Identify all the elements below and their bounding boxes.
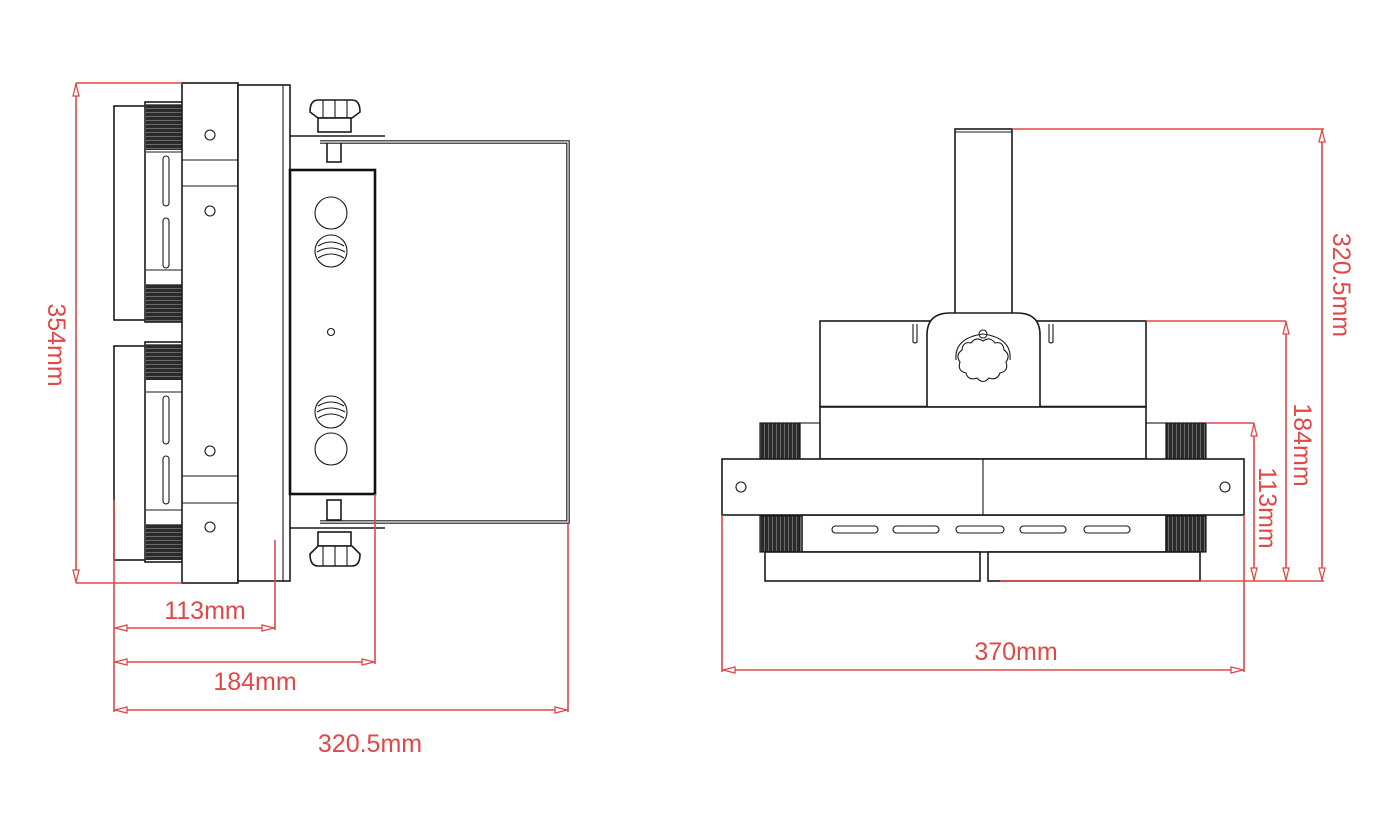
side-view-dimensions: 354mm 113mm 184mm 320.5mm (42, 82, 569, 758)
heatsink-left-bottom (759, 515, 801, 553)
yoke-hub (926, 312, 1041, 408)
mounting-pole (954, 128, 1013, 316)
heatsink-right-bottom (1165, 515, 1207, 553)
driver-box (288, 168, 377, 496)
adjustment-knob-top (309, 99, 361, 163)
backbone-plate (237, 84, 291, 582)
heatsink-left-top (759, 422, 801, 460)
lamp-face-right (987, 551, 1201, 582)
dim-front-width-total: 370mm (974, 638, 1057, 666)
connector-icon (314, 395, 348, 429)
mounting-strap (181, 82, 239, 584)
dim-front-height-mid: 184mm (1288, 403, 1316, 486)
dim-side-width-inner: 113mm (164, 597, 246, 625)
connector-icon (314, 196, 348, 230)
dim-front-height-inner: 113mm (1253, 467, 1281, 549)
dim-side-width-total: 320.5mm (318, 730, 422, 758)
star-knob-icon (957, 338, 1009, 383)
front-view (721, 128, 1245, 582)
dim-front-height-total: 320.5mm (1327, 233, 1355, 337)
dim-side-height: 354mm (42, 303, 70, 386)
connector-icon (314, 234, 348, 268)
adjustment-knob-bottom (309, 499, 361, 567)
dim-side-width-mid: 184mm (213, 668, 296, 696)
side-view (113, 82, 570, 584)
connector-icon (314, 432, 348, 466)
lamp-face-left (764, 551, 981, 582)
heatsink-right-top (1165, 422, 1207, 460)
front-view-dimensions: 320.5mm 184mm 113mm 370mm (721, 128, 1355, 674)
